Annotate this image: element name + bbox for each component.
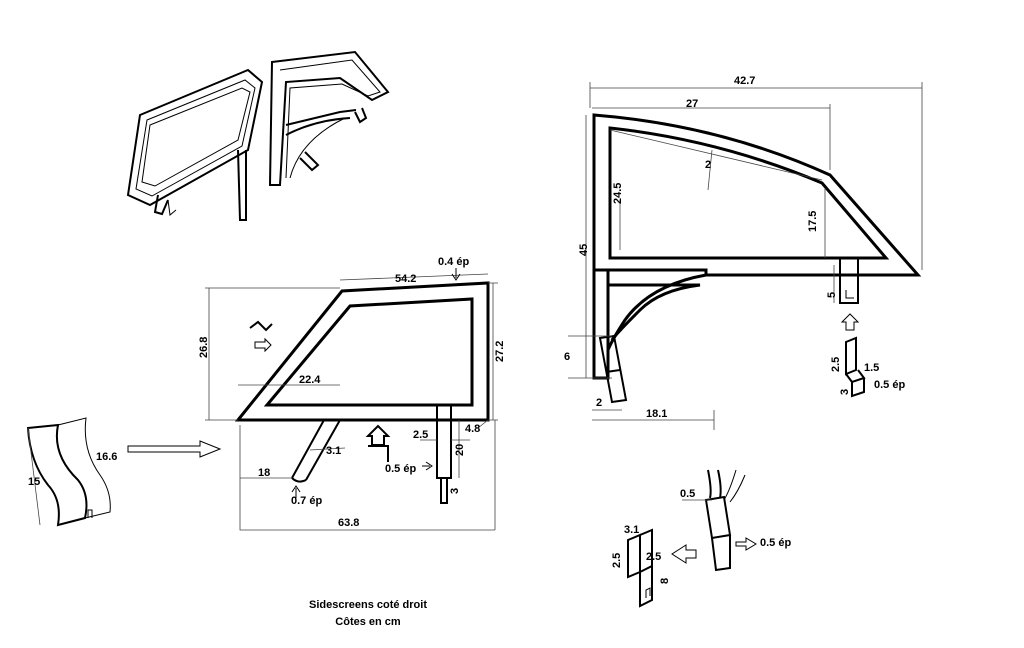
front-overall-width-label: 63.8: [338, 517, 359, 529]
rear-overall-width-label: 42.7: [734, 75, 755, 87]
isometric-sketch-front: [126, 68, 264, 221]
front-post-offset-label: 4.8: [465, 423, 480, 435]
isometric-sketch-rear: [268, 50, 390, 186]
foot-thickness-label: 0.5 ép: [760, 537, 791, 549]
clip-width-label: 1.5: [864, 362, 879, 374]
rear-clip-height-label: 5: [826, 292, 838, 298]
rear-height-label: 45: [578, 244, 590, 256]
foot-left-height-label: 2.5: [611, 553, 623, 568]
front-height-right-label: 27.2: [494, 341, 506, 362]
front-stay-width-label: 3.1: [326, 445, 341, 457]
rear-foot-width-label: 2: [596, 397, 602, 409]
front-thickness-label: 0.4 ép: [438, 256, 469, 268]
front-height-left-label: 26.8: [198, 337, 210, 358]
caption-title: Sidescreens coté droit: [309, 599, 427, 611]
foot-length-label: 8: [659, 578, 671, 584]
front-post-pin-label: 3: [449, 488, 461, 494]
rear-top-width-label: 27: [686, 98, 698, 110]
clip-depth-label: 3: [839, 389, 851, 395]
rear-sidescreen: 42.7 27 45 24.5 2 17.5 5 6 2 18.1: [564, 75, 923, 430]
front-post-thickness-label: 0.5 ép: [385, 463, 416, 475]
rear-foot-height-label: 6: [564, 351, 570, 363]
rear-rear-height-label: 17.5: [807, 211, 819, 232]
front-stay-thickness-label: 0.7 ép: [291, 495, 322, 507]
bent-stay-length-label: 16.6: [96, 451, 117, 463]
foot-inner-height-label: 2.5: [646, 551, 661, 563]
front-stay-offset-label: 18: [258, 467, 270, 479]
front-sidescreen: 54.2 0.4 ép 26.8 27.2 22.4 3.1 18 0.7 ép…: [198, 256, 506, 531]
front-inner-width-label: 22.4: [299, 374, 321, 386]
foot-width-label: 3.1: [624, 524, 639, 536]
rear-diagonal-label: 2: [705, 159, 711, 171]
front-top-label: 54.2: [395, 273, 416, 285]
clip-detail: 2.5 1.5 3 0.5 ép: [830, 313, 905, 398]
caption-units: Côtes en cm: [335, 616, 401, 628]
front-post-length-label: 20: [454, 444, 466, 456]
bent-stay-height-label: 15: [28, 476, 40, 488]
clip-thickness-label: 0.5 ép: [874, 379, 905, 391]
clip-height-label: 2.5: [830, 357, 842, 372]
rear-base-width-label: 18.1: [646, 408, 667, 420]
rear-inner-height-label: 24.5: [612, 183, 624, 204]
foot-detail: 0.5 0.5 ép 3.1 2.5 2.5 8: [611, 469, 791, 608]
bent-stay-detail: 15 16.6: [26, 417, 222, 527]
foot-top-label: 0.5: [680, 488, 695, 500]
front-post-width-label: 2.5: [413, 429, 428, 441]
